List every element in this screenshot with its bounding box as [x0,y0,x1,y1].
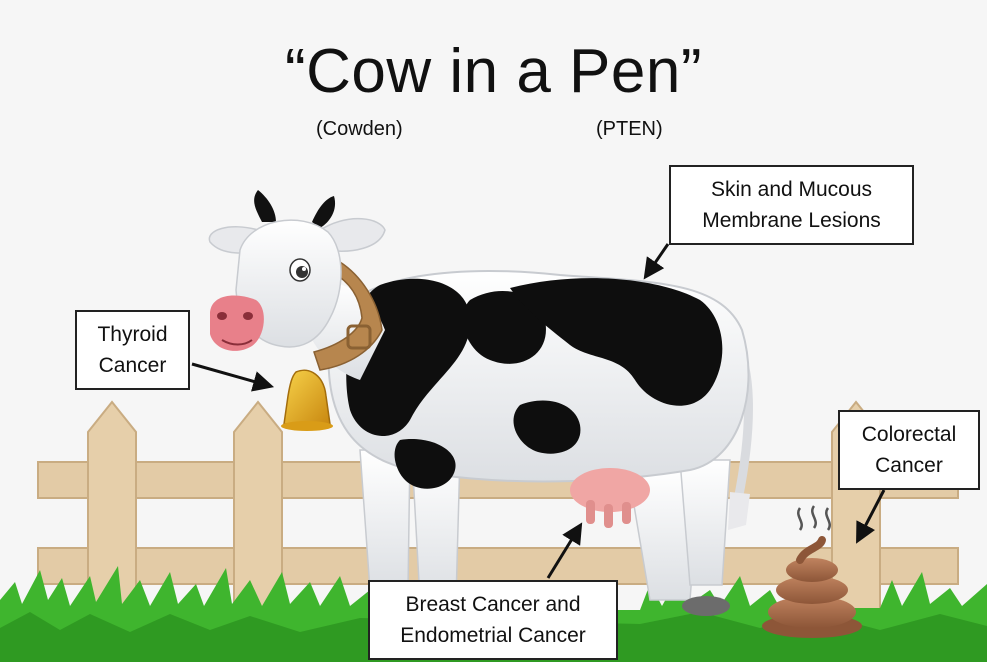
label-thyroid-line2: Cancer [97,350,167,381]
label-skin-line2: Membrane Lesions [702,205,881,236]
page-title: “Cow in a Pen” [0,36,987,107]
arrow-skin [646,244,668,276]
label-skin-mucous: Skin and Mucous Membrane Lesions [669,165,914,245]
label-thyroid: Thyroid Cancer [75,310,190,390]
label-skin-line1: Skin and Mucous [702,174,881,205]
label-thyroid-line1: Thyroid [97,319,167,350]
label-breast-endometrial: Breast Cancer and Endometrial Cancer [368,580,618,660]
subtitle-cowden: (Cowden) [316,118,403,141]
label-breast-line1: Breast Cancer and [400,589,586,620]
subtitle-pten: (PTEN) [596,118,663,141]
arrow-thyroid [192,364,270,386]
label-colorectal-line2: Cancer [862,450,957,481]
label-colorectal-line1: Colorectal [862,419,957,450]
label-colorectal: Colorectal Cancer [838,410,980,490]
label-breast-line2: Endometrial Cancer [400,620,586,651]
